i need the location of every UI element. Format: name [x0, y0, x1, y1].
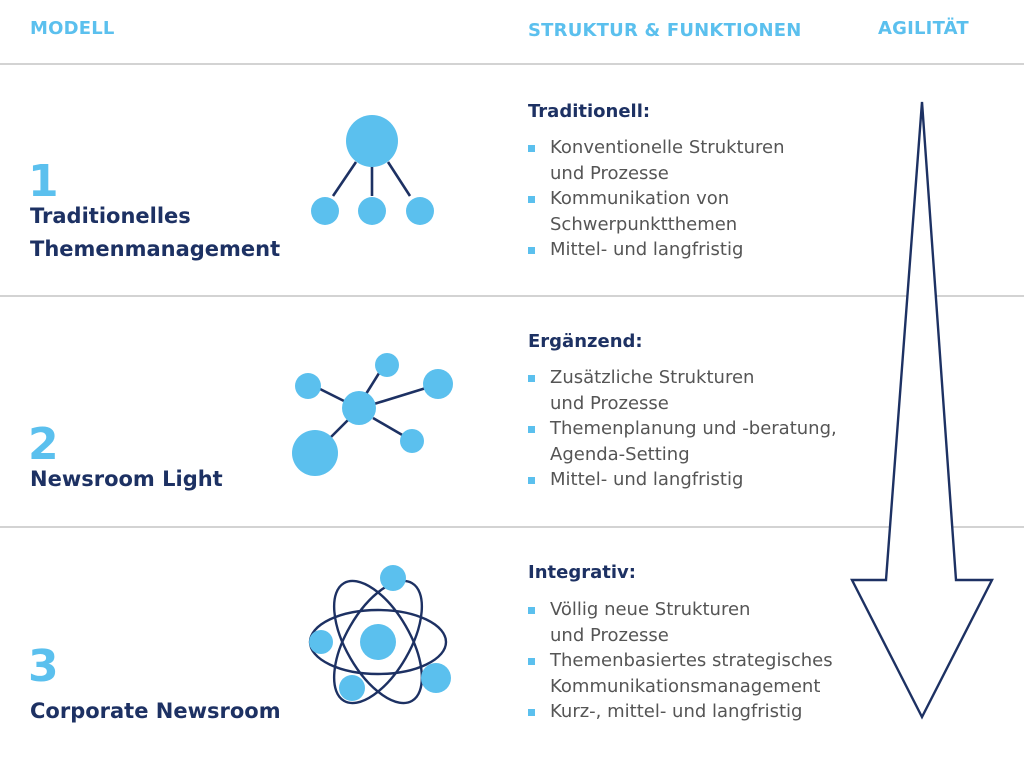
- bullet-line: und Prozesse: [550, 392, 669, 414]
- hierarchy-icon: [311, 115, 434, 225]
- bullet-line: Agenda-Setting: [550, 443, 690, 465]
- bullet-line: Schwerpunktthemen: [550, 213, 738, 235]
- down-arrow-icon: [850, 101, 994, 720]
- header-divider: [0, 63, 1024, 65]
- model-title-2: Newsroom Light: [30, 463, 223, 496]
- model-title-2-line-1: Newsroom Light: [30, 467, 223, 491]
- section-title-2: Ergänzend:: [528, 331, 643, 352]
- bullet-line: Zusätzliche Strukturen: [550, 367, 755, 388]
- bullet-line: und Prozesse: [550, 624, 669, 646]
- section-title-1: Traditionell:: [528, 101, 651, 122]
- list-item: Völlig neue Strukturen und Prozesse: [528, 597, 833, 648]
- column-header-modell: MODELL: [30, 18, 115, 39]
- bullet-line: Kommunikationsmanagement: [550, 675, 821, 697]
- model-number-1: 1: [28, 156, 59, 207]
- network-icon: [292, 353, 453, 476]
- column-header-struktur: STRUKTUR & FUNKTIONEN: [528, 20, 802, 41]
- list-item: Kurz-, mittel- und langfristig: [528, 699, 833, 725]
- model-title-1-line-1: Traditionelles: [30, 204, 191, 228]
- bullet-line: Völlig neue Strukturen: [550, 599, 751, 620]
- bullet-line: Kurz-, mittel- und langfristig: [550, 701, 803, 723]
- bullet-list-2: Zusätzliche Strukturen und Prozesse Theme…: [528, 365, 837, 493]
- row-divider-1: [0, 295, 1024, 297]
- bullet-list-3: Völlig neue Strukturen und Prozesse Theme…: [528, 597, 833, 725]
- bullet-line: Themenplanung und -beratung,: [550, 418, 837, 440]
- bullet-line: Themenbasiertes strategisches: [550, 650, 833, 672]
- bullet-line: Mittel- und langfristig: [550, 469, 744, 491]
- bullet-line: Mittel- und langfristig: [550, 239, 744, 261]
- bullet-list-1: Konventionelle Strukturen und Prozesse Ko…: [528, 135, 784, 263]
- list-item: Zusätzliche Strukturen und Prozesse: [528, 365, 837, 416]
- list-item: Mittel- und langfristig: [528, 237, 784, 263]
- bullet-line: und Prozesse: [550, 162, 669, 184]
- section-title-3: Integrativ:: [528, 562, 636, 583]
- model-number-2: 2: [28, 419, 59, 470]
- model-title-3-line-1: Corporate Newsroom: [30, 699, 281, 723]
- model-title-3: Corporate Newsroom: [30, 695, 281, 728]
- column-header-agilitaet: AGILITÄT: [878, 18, 969, 39]
- atom-icon: [308, 565, 451, 705]
- model-number-3: 3: [28, 641, 59, 692]
- list-item: Themenplanung und -beratung, Agenda-Setti…: [528, 416, 837, 467]
- model-title-1: Traditionelles Themenmanagement: [30, 200, 280, 266]
- bullet-line: Konventionelle Strukturen: [550, 137, 785, 158]
- bullet-line: Kommunikation von: [550, 188, 730, 210]
- model-title-1-line-2: Themenmanagement: [30, 237, 281, 261]
- row-divider-2: [0, 526, 1024, 528]
- list-item: Konventionelle Strukturen und Prozesse: [528, 135, 784, 186]
- list-item: Mittel- und langfristig: [528, 467, 837, 493]
